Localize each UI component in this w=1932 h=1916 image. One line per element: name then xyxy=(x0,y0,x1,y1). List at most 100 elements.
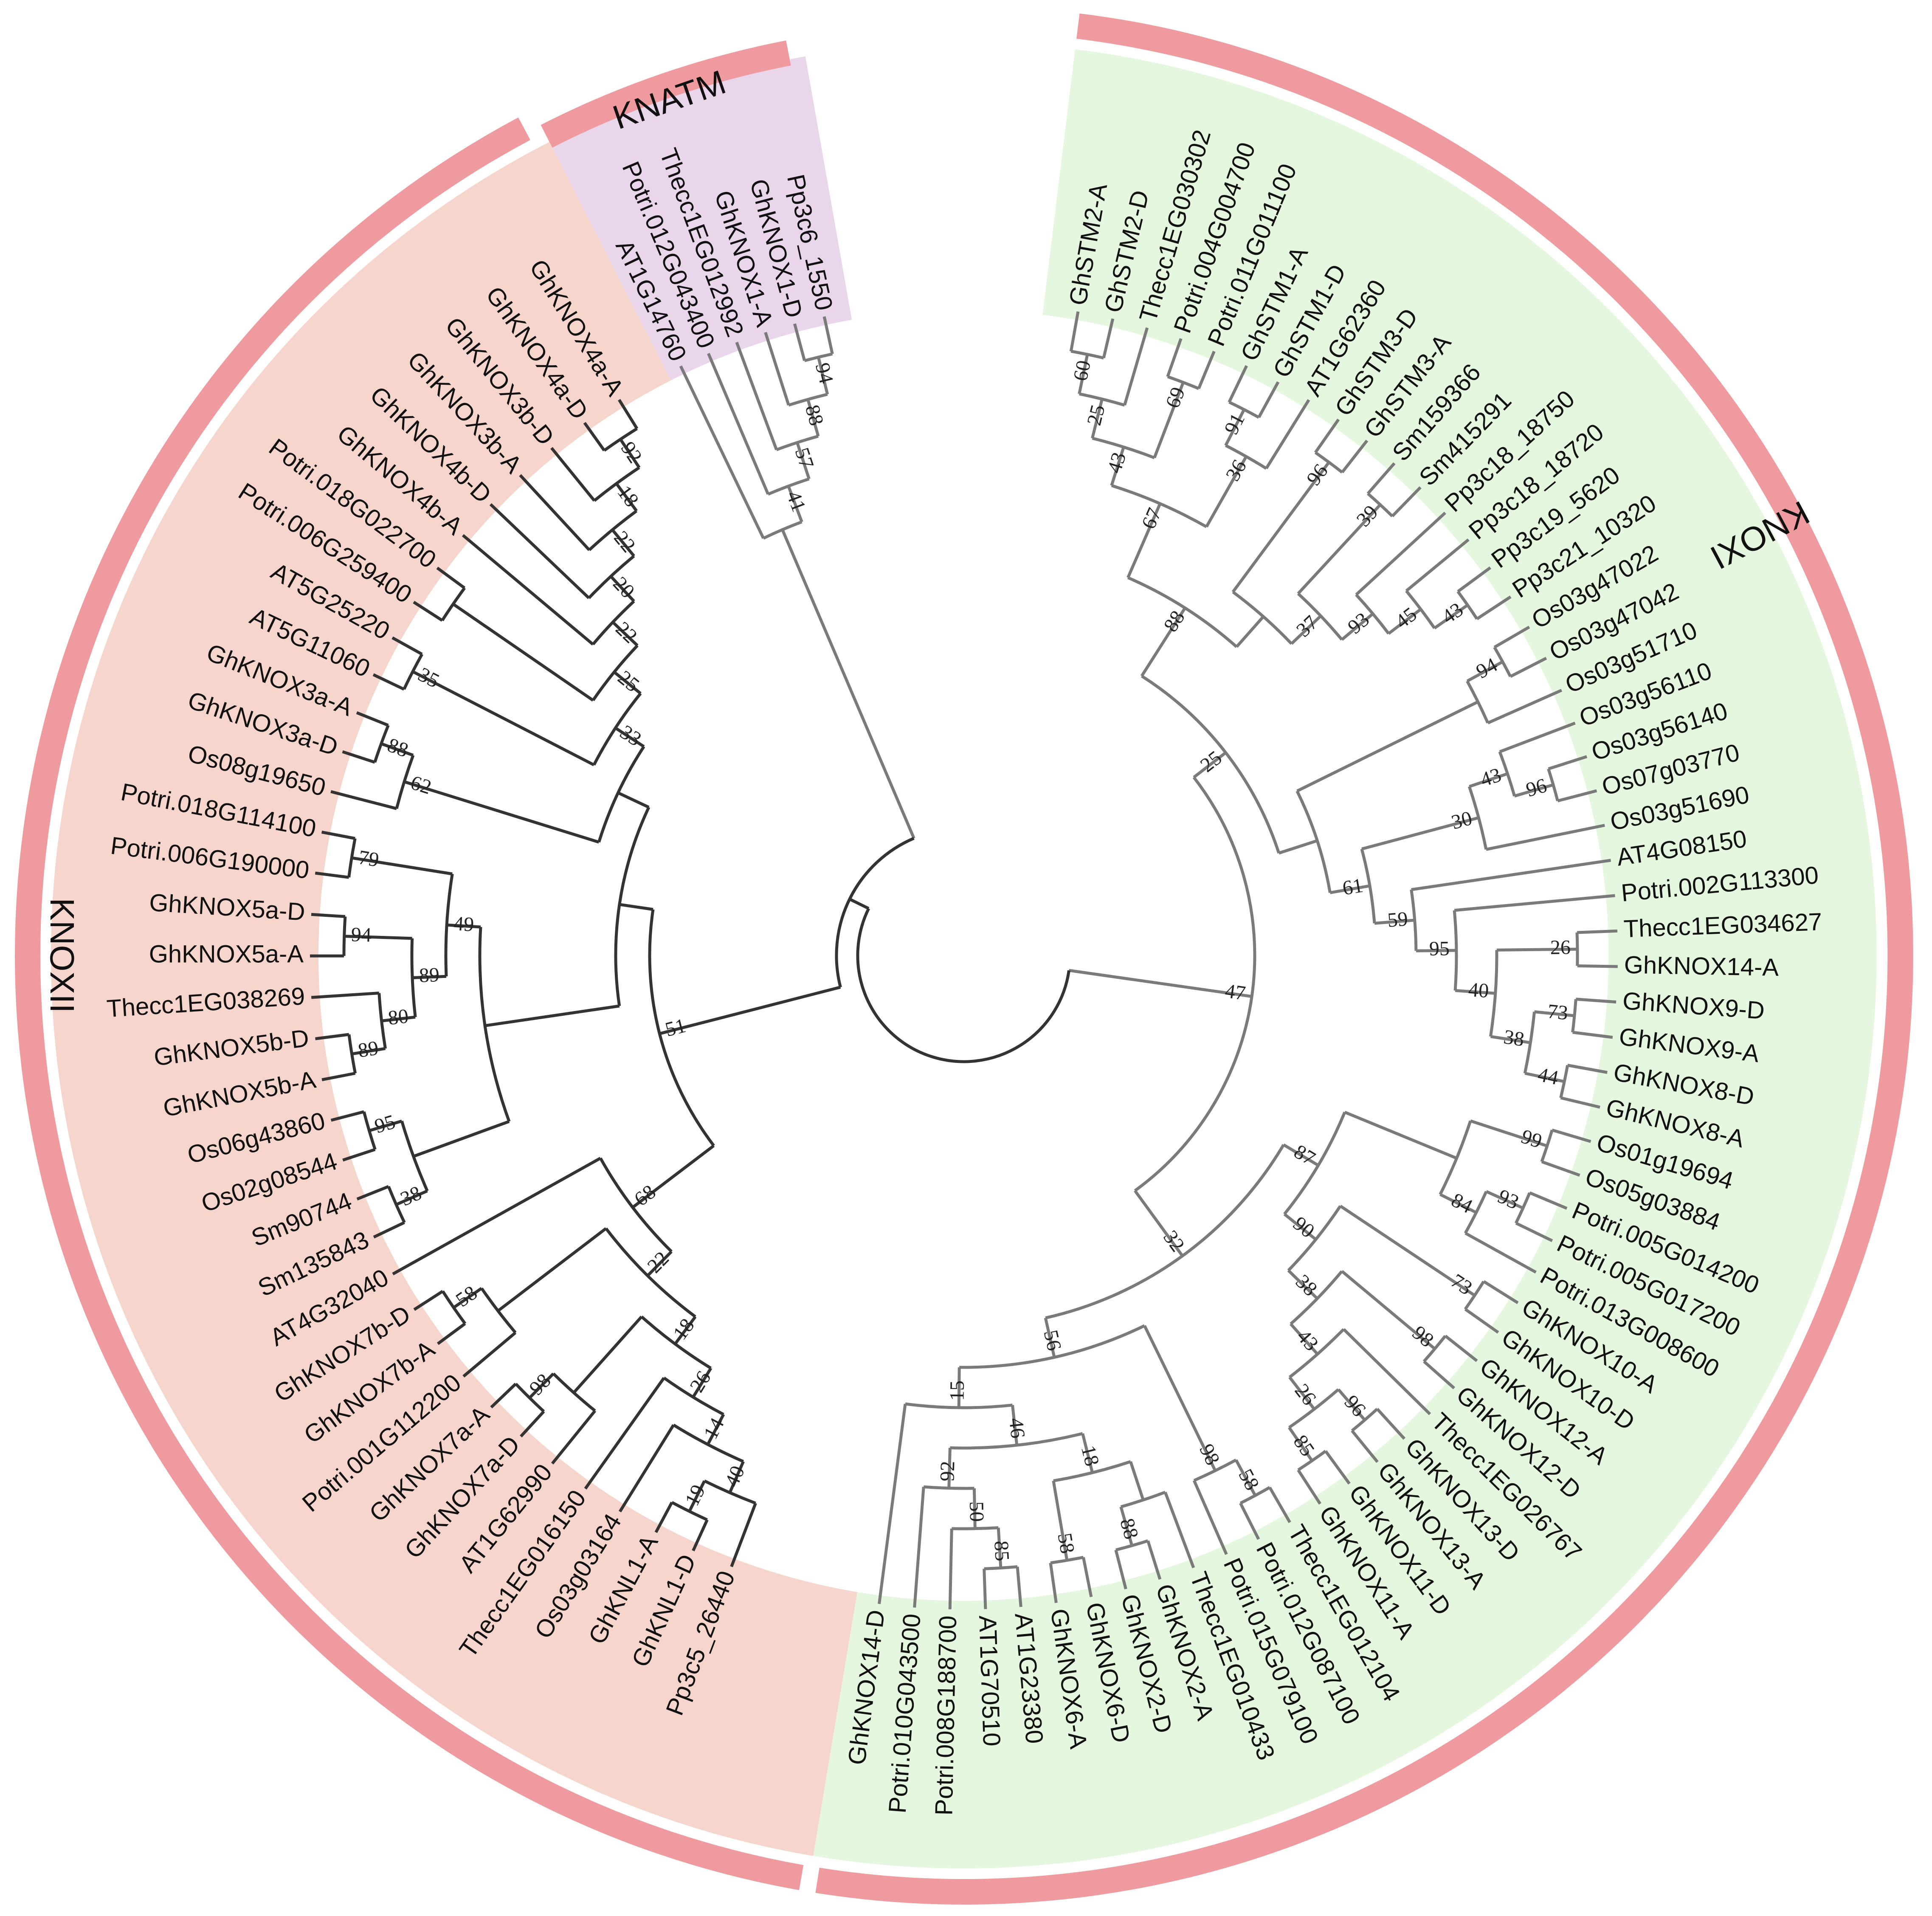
branch-radial xyxy=(462,534,594,646)
branch-arc xyxy=(552,1372,596,1412)
branch-arc xyxy=(1141,675,1281,854)
branch-radial xyxy=(1464,1308,1499,1334)
bootstrap-label: 40 xyxy=(1467,978,1490,1002)
branch-radial xyxy=(1049,1563,1058,1603)
branch-radial xyxy=(520,1410,545,1437)
branch-arc xyxy=(410,938,417,1017)
branch-radial xyxy=(878,1403,907,1604)
branch-arc xyxy=(588,510,638,551)
branch-radial xyxy=(1576,997,1617,1004)
bootstrap-label: 41 xyxy=(782,488,810,515)
bootstrap-label: 99 xyxy=(1518,1125,1545,1152)
bootstrap-label: 94 xyxy=(811,361,838,386)
branch-radial xyxy=(1510,657,1547,678)
branch-arc xyxy=(1467,786,1488,850)
branch-radial xyxy=(619,903,653,911)
branch-radial xyxy=(1140,607,1186,677)
bootstrap-label: 25 xyxy=(1083,403,1110,428)
branch-radial xyxy=(1374,919,1415,925)
branch-radial xyxy=(679,365,765,539)
branch-radial xyxy=(330,790,397,810)
branch-radial xyxy=(462,1331,517,1378)
branch-radial xyxy=(1011,1405,1019,1445)
branch-radial xyxy=(1296,700,1479,792)
branch-arc xyxy=(1498,751,1516,797)
branch-radial xyxy=(1376,1408,1405,1440)
branch-radial xyxy=(1297,1469,1321,1505)
branch-radial xyxy=(412,975,447,979)
branch-radial xyxy=(484,1004,620,1027)
branch-arc xyxy=(1360,848,1376,924)
branch-arc xyxy=(1571,999,1577,1033)
branch-radial xyxy=(615,482,638,512)
branch-radial xyxy=(735,341,778,451)
branch-radial xyxy=(1388,608,1422,635)
branch-arc xyxy=(1288,1328,1345,1378)
branch-radial xyxy=(315,1033,349,1040)
branch-arc xyxy=(905,1402,1013,1409)
bootstrap-label: 50 xyxy=(965,1501,988,1522)
branch-radial xyxy=(311,913,346,918)
branch-radial xyxy=(403,780,600,844)
branch-radial xyxy=(1314,418,1340,454)
branch-radial xyxy=(1483,1280,1519,1305)
branch-radial xyxy=(822,316,834,355)
branch-radial xyxy=(654,1502,673,1533)
branch-arc xyxy=(441,587,466,621)
bootstrap-label: 38 xyxy=(1291,1270,1321,1300)
branch-radial xyxy=(1548,755,1588,770)
bootstrap-label: 89 xyxy=(356,1037,380,1062)
branch-radial xyxy=(369,1119,403,1132)
branch-radial xyxy=(344,935,412,940)
branch-radial xyxy=(1052,1480,1069,1561)
branch-radial xyxy=(1153,382,1185,459)
bootstrap-label: 84 xyxy=(1448,1189,1476,1218)
branch-radial xyxy=(611,621,639,647)
branch-radial xyxy=(1224,409,1246,446)
branch-radial xyxy=(1493,626,1530,649)
branch-radial xyxy=(452,603,594,702)
branch-radial xyxy=(730,1502,757,1567)
branch-radial xyxy=(453,1287,483,1309)
branch-arc xyxy=(1288,1388,1340,1429)
branch-radial xyxy=(528,1372,555,1399)
branch-radial xyxy=(688,1480,706,1512)
branch-arc xyxy=(1053,1460,1131,1482)
branch-radial xyxy=(1476,595,1512,620)
bootstrap-label: 36 xyxy=(1221,456,1251,485)
branch-radial xyxy=(1134,1189,1184,1257)
branch-radial xyxy=(392,1157,601,1276)
branch-arc xyxy=(395,755,415,809)
branch-radial xyxy=(1127,503,1162,578)
branch-radial xyxy=(1069,311,1080,352)
branch-arc xyxy=(373,724,390,763)
leaf-label: Potri.008G188700 xyxy=(930,1615,962,1816)
branch-radial xyxy=(619,438,641,469)
branch-radial xyxy=(1567,1064,1608,1074)
branch-arc xyxy=(593,466,640,502)
branch-radial xyxy=(1411,859,1611,891)
branch-radial xyxy=(1239,1502,1260,1540)
branch-radial xyxy=(1577,964,1618,968)
branch-radial xyxy=(948,1528,953,1609)
branch-radial xyxy=(519,474,591,551)
branch-arc xyxy=(599,1157,673,1253)
branch-radial xyxy=(436,566,466,589)
branch-radial xyxy=(1405,538,1470,592)
bootstrap-label: 47 xyxy=(1224,980,1247,1005)
branch-radial xyxy=(315,871,349,879)
branch-radial xyxy=(1193,751,1227,779)
branch-radial xyxy=(1102,318,1115,358)
branch-radial xyxy=(391,636,423,656)
branch-arc xyxy=(588,555,635,599)
bootstrap-label: 44 xyxy=(1536,1063,1560,1090)
branch-radial xyxy=(793,323,806,361)
branch-radial xyxy=(583,422,606,451)
branch-radial xyxy=(764,332,790,406)
bootstrap-label: 26 xyxy=(1550,936,1571,958)
branch-arc xyxy=(478,927,511,1122)
branch-radial xyxy=(1257,381,1280,418)
bootstrap-label: 85 xyxy=(990,1540,1014,1562)
bootstrap-label: 98 xyxy=(525,1369,555,1399)
